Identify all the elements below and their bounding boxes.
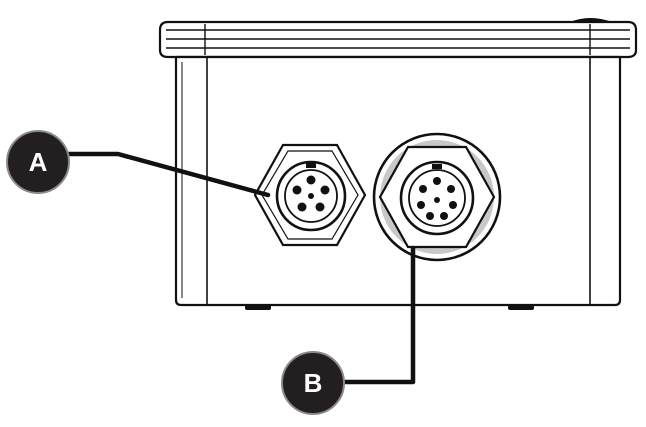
callout-a-leader-line bbox=[57, 151, 271, 198]
callout-b-badge bbox=[281, 351, 345, 415]
callout-b: B bbox=[281, 351, 345, 415]
connector-a bbox=[253, 143, 367, 247]
connector-a-pins bbox=[292, 175, 330, 212]
enclosure-feet bbox=[245, 305, 534, 310]
connector-b bbox=[372, 132, 502, 262]
callout-b-label: B bbox=[304, 368, 323, 398]
callout-a-badge bbox=[6, 130, 70, 194]
callout-a: A bbox=[6, 130, 70, 194]
connector-b-pins bbox=[417, 177, 457, 220]
enclosure-lid bbox=[158, 18, 638, 59]
callout-a-label: A bbox=[29, 147, 48, 177]
callout-b-leader-line bbox=[322, 245, 416, 385]
